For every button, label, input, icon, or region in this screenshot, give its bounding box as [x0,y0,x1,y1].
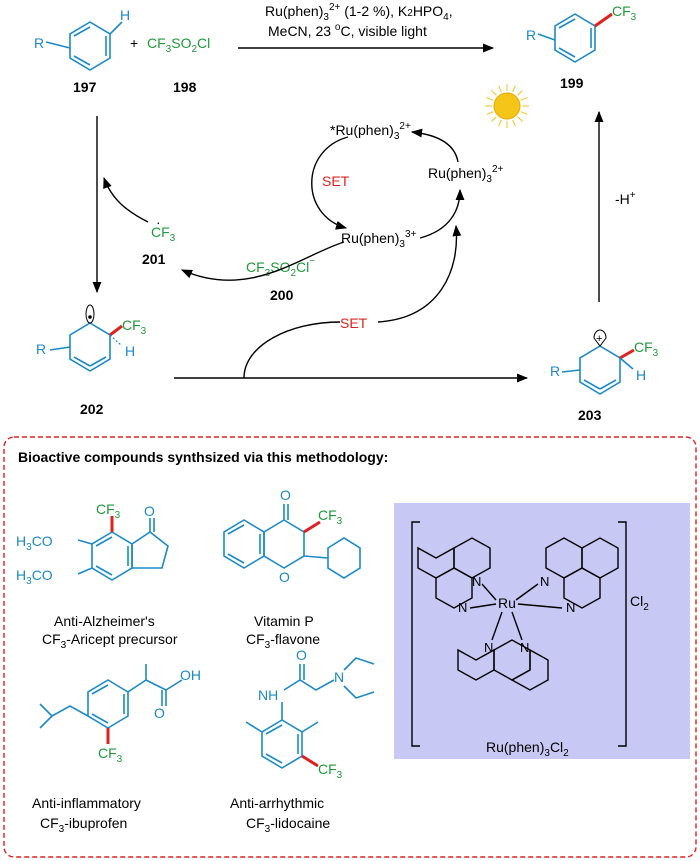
aricept-precursor-structure: O CF3 H3CO H3CO [16,501,169,587]
svg-text:CF3: CF3 [318,507,343,527]
svg-text:CF3: CF3 [318,761,343,781]
product-r-label: R [526,27,536,43]
svg-text:O: O [154,705,165,721]
svg-text:CF3: CF3 [151,224,176,244]
compound-2-name-line2: CF3-flavone [246,631,320,651]
svg-text:N: N [520,640,529,655]
compound-198: CF3SO2Cl 198 [147,35,210,95]
ibuprofen-structure: O OH CF3 [39,664,201,765]
svg-text:OH: OH [180,667,201,683]
svg-text:O: O [296,647,307,663]
set-label-cycle: SET [322,173,350,189]
compound-201: · CF3 201 [103,176,176,267]
compound-3-name-line1: Anti-inflammatory [32,795,141,811]
sun-icon [485,84,529,128]
int-202-r: R [36,341,46,357]
svg-text:MeCN, 23 oC, visible light: MeCN, 23 oC, visible light [268,22,427,39]
svg-text:Ru(phen)32+ (1-2 %), K2HPO4,: Ru(phen)32+ (1-2 %), K2HPO4, [265,2,453,23]
svg-text:N: N [484,640,493,655]
svg-text:CF3: CF3 [634,339,659,359]
reaction-conditions: Ru(phen)32+ (1-2 %), K2HPO4, MeCN, 23 oC… [265,2,453,39]
svg-text:N: N [472,574,481,589]
compound-4-name-line2: CF3-lidocaine [246,815,330,835]
excited-catalyst-label: *Ru(phen)32+ [330,121,411,142]
svg-text:NH: NH [258,687,278,703]
compound-4-name-line1: Anti-arrhythmic [230,795,324,811]
plus-sign: + [130,35,138,51]
svg-text:N: N [458,600,467,615]
minus-h-label: -H+ [615,190,636,207]
reactant-r-label: R [34,35,44,51]
compound-3-name-line2: CF3-ibuprofen [40,815,127,835]
ru-metal-label: Ru [498,595,516,611]
label-199: 199 [560,75,584,91]
label-202: 202 [80,401,104,417]
bioactive-heading: Bioactive compounds synthsized via this … [18,449,388,465]
svg-text:O: O [280,487,291,503]
svg-text:H3CO: H3CO [16,567,53,587]
set-arrow [377,224,462,323]
svg-text:CF3: CF3 [98,745,123,765]
svg-text:CF3: CF3 [96,501,121,521]
svg-text:N: N [334,669,344,685]
svg-text:N: N [540,574,549,589]
compound-199: CF3 R 199 [526,3,637,91]
svg-text:O: O [279,569,290,585]
compound-203: + CF3 H R 203 [550,329,659,423]
svg-text:+: + [596,333,602,345]
svg-text:H3CO: H3CO [16,533,53,553]
compound-200: CF3SO2Cl− 200 [180,241,345,303]
compound-2-name-line1: Vitamin P [254,613,314,629]
int-203-r: R [550,363,560,379]
svg-text:CF3SO2Cl: CF3SO2Cl [147,35,210,55]
label-203: 203 [578,407,602,423]
catalyst-2plus-label: Ru(phen)32+ [428,164,503,185]
catalyst-3plus-label: Ru(phen)33+ [341,229,416,250]
svg-text:CF3: CF3 [122,317,147,337]
bioactive-box [3,436,697,858]
svg-text:N: N [566,600,575,615]
svg-text:·: · [156,214,161,230]
label-200: 200 [270,287,294,303]
compound-1-name-line1: Anti-Alzheimer's [54,613,155,629]
svg-text:O: O [144,503,155,519]
set-label-oxidation: SET [340,315,368,331]
compound-197: H R 197 [34,7,130,95]
reactant-h-label: H [120,7,130,23]
photocatalytic-cycle: *Ru(phen)32+ Ru(phen)32+ Ru(phen)33+ SET [311,121,503,250]
svg-text:CF3: CF3 [612,3,637,23]
int-202-h: H [125,343,135,359]
ru-complex-panel [394,503,690,759]
label-201: 201 [142,251,166,267]
label-197: 197 [73,79,97,95]
compound-202: CF3 H R 202 [36,304,147,417]
label-198: 198 [173,79,197,95]
flavone-structure: O CF3 O [223,487,361,585]
compound-1-name-line2: CF3-Aricept precursor [42,631,178,651]
lidocaine-structure: NH O N CF3 [245,647,375,781]
int-203-h: H [636,367,646,383]
